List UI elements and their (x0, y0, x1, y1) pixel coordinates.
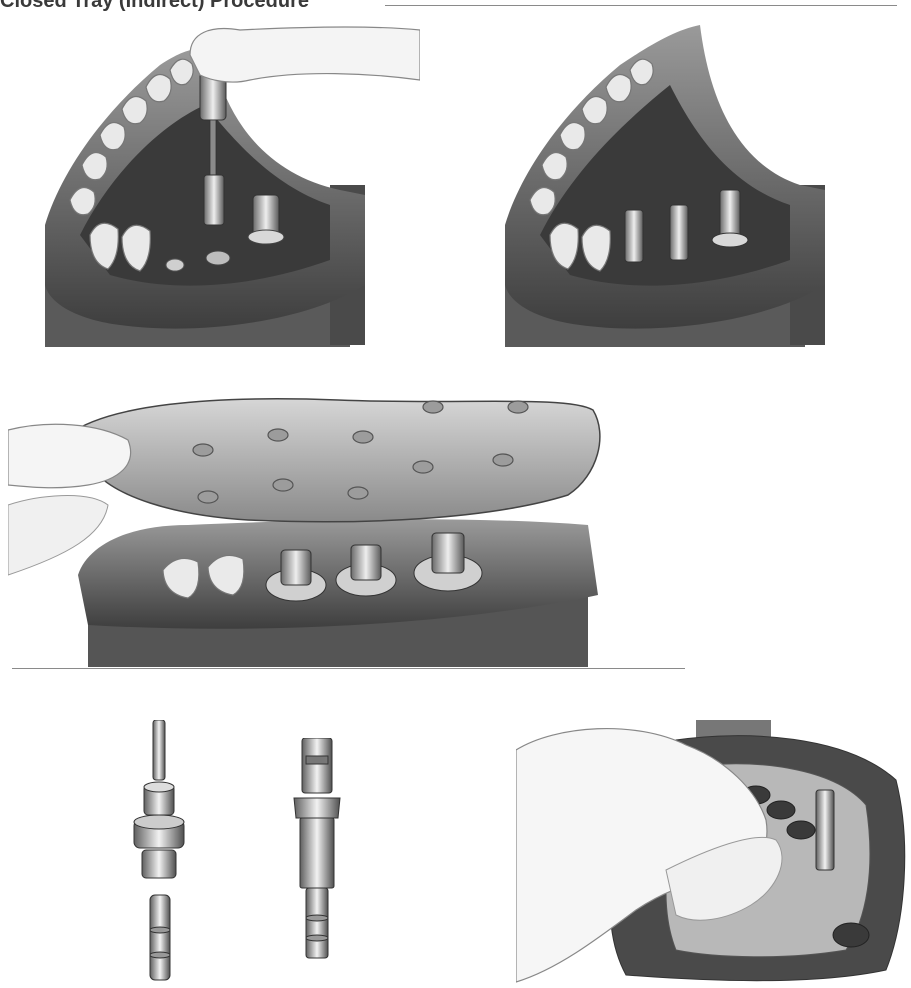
section-heading: Closed Tray (Indirect) Procedure (0, 0, 309, 13)
impression-tray-seated-over-arch-illustration (8, 395, 608, 667)
hand-inserting-coping-into-impression-illustration (516, 720, 911, 985)
impression-coping-components-exploded-illustration (120, 720, 200, 982)
figure-divider-rule (12, 668, 685, 669)
heading-rule (385, 5, 897, 6)
assembled-impression-coping-illustration (292, 738, 342, 960)
impression-posts-on-implants-illustration (500, 25, 840, 347)
implant-driver-in-mandible-illustration (40, 25, 420, 347)
